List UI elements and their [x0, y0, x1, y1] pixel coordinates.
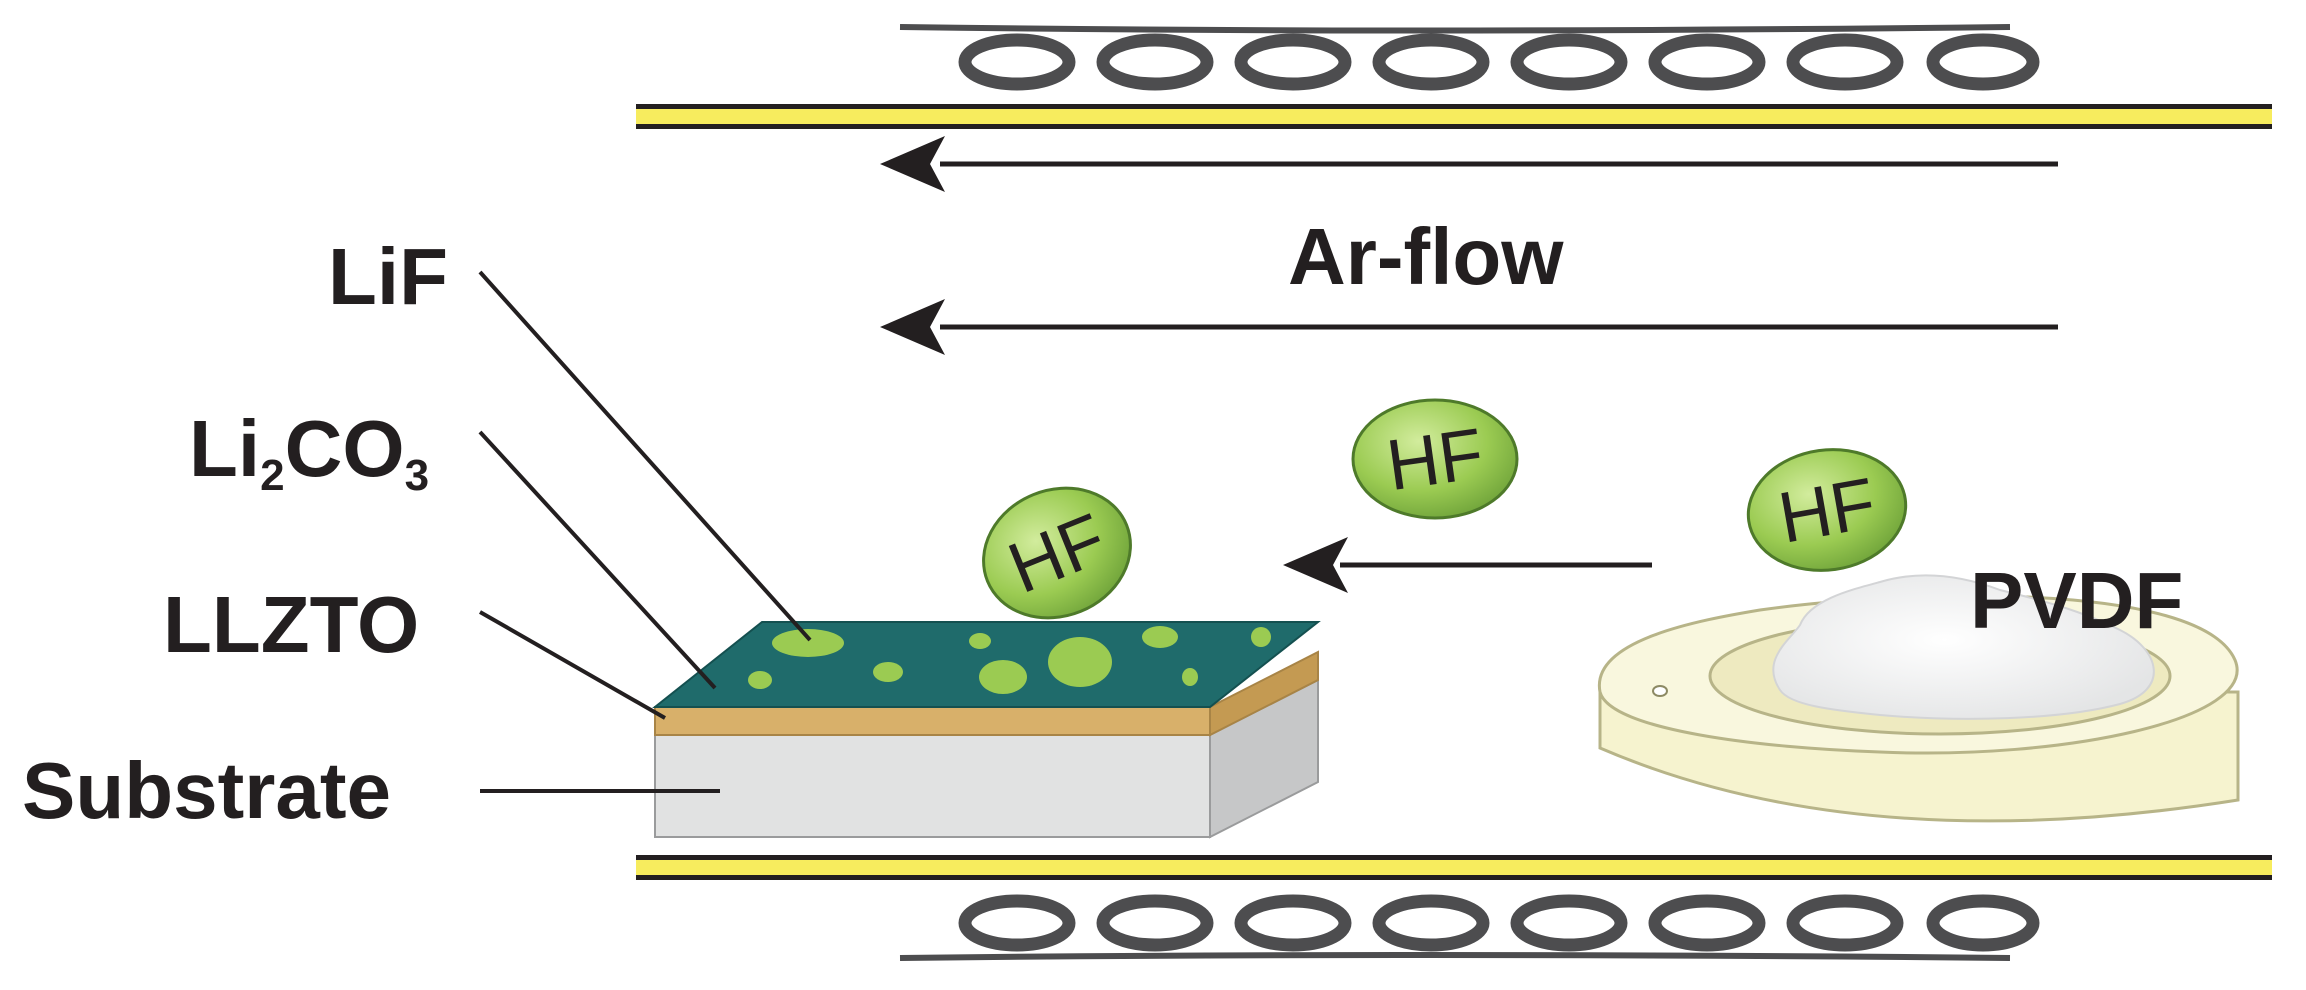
hf-bubble-1: HF	[982, 486, 1132, 620]
substrate-front	[654, 734, 1211, 838]
hf-bubble-3: HF	[1746, 448, 1908, 572]
li2co3-layer-side	[1209, 650, 1319, 737]
top-heating-coil	[899, 24, 2040, 91]
svg-text:HF: HF	[1773, 463, 1881, 558]
hf-transport-arrow	[1283, 537, 1652, 593]
li2co3-leader	[478, 430, 717, 690]
llzto-label: LLZTO	[163, 580, 419, 669]
boat-hole	[1652, 685, 1668, 697]
bottom-tube-wall	[636, 855, 2272, 880]
lif-label: LiF	[328, 232, 448, 321]
lif-particles	[748, 626, 1271, 694]
substrate-label: Substrate	[22, 746, 391, 835]
li2co3-layer-front	[654, 706, 1211, 736]
pvdf-boat	[1597, 574, 2240, 823]
leader-lines	[478, 270, 812, 793]
ar-flow-arrows	[880, 136, 2058, 355]
bottom-heating-coil	[899, 894, 2040, 961]
ar-flow-label: Ar-flow	[1288, 212, 1564, 301]
pvdf-powder	[1772, 574, 2155, 720]
lif-leader	[478, 270, 812, 642]
sample-stack	[652, 621, 1321, 839]
li2co3-label: Li2CO3	[189, 404, 429, 500]
top-tube-wall	[636, 104, 2272, 129]
pvdf-label: PVDF	[1970, 556, 2183, 645]
svg-text:HF: HF	[1382, 414, 1488, 507]
bottom-coil-loops	[958, 894, 2040, 952]
llzto-leader	[479, 610, 666, 720]
ar-flow-arrowhead-bottom	[880, 299, 945, 355]
top-coil-loops	[958, 33, 2040, 91]
ar-flow-arrowhead-top	[880, 136, 945, 192]
hf-bubble-2: HF	[1351, 398, 1519, 520]
